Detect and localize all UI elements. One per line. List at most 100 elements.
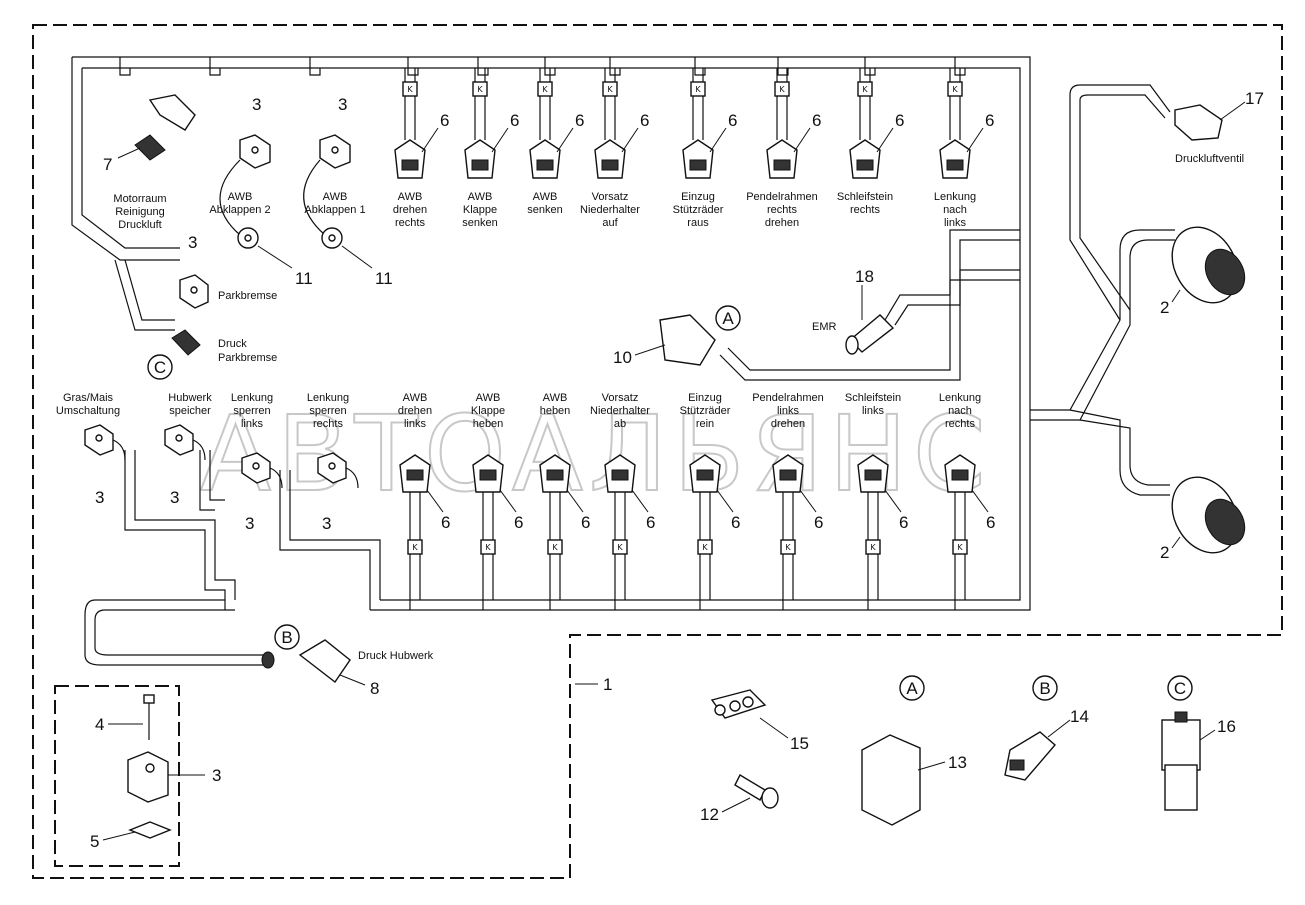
part-number-14: 14 xyxy=(1070,707,1089,726)
label-druckluftventil: Druckluftventil xyxy=(1175,153,1244,165)
bottom-valve-plug-einzug-stuetzraeder-rein: K6 xyxy=(689,454,740,560)
top-valve-plug-pendelrahmen-rechts-drehen: K6 xyxy=(766,68,821,179)
part-number-6: 6 xyxy=(575,111,584,130)
bottom-valve-plug-awb-drehen-links: K6 xyxy=(399,454,450,560)
part-number-6: 6 xyxy=(510,111,519,130)
part-number-10: 10 xyxy=(613,348,632,367)
part-number-6: 6 xyxy=(441,513,450,532)
harness-frame xyxy=(71,56,1175,666)
part-number-6: 6 xyxy=(640,111,649,130)
part-number-6: 6 xyxy=(440,111,449,130)
part-number-6: 6 xyxy=(514,513,523,532)
callout-b-lower: B xyxy=(1032,675,1058,701)
bottom-valve-3-hubwerk-speicher xyxy=(164,424,206,461)
part-5-seal xyxy=(102,821,172,841)
part-c-plug-druck-parkbremse xyxy=(171,329,201,356)
connector-tag-k: K xyxy=(702,543,708,552)
part-number-8: 8 xyxy=(370,679,379,698)
part-7-plug xyxy=(117,94,196,161)
part-11-sensor-b xyxy=(321,227,373,269)
part-number-6: 6 xyxy=(899,513,908,532)
part-number-3-abklappen-1: 3 xyxy=(338,95,347,114)
top-valve-plug-einzug-stuetzraeder-raus: K6 xyxy=(682,68,737,179)
part-2-round-connector-upper xyxy=(1171,226,1246,304)
part-number-2-lower: 2 xyxy=(1160,543,1169,562)
part-number-6: 6 xyxy=(581,513,590,532)
part-13-box xyxy=(861,734,946,826)
part-number-4: 4 xyxy=(95,715,104,734)
part-number-3-gras-mais: 3 xyxy=(95,488,104,507)
part-number-3-detail: 3 xyxy=(212,766,221,785)
label-emr: EMR xyxy=(812,321,837,333)
top-valve-plug-awb-drehen-rechts: K6 xyxy=(394,68,449,179)
part-16-pressure-sensor xyxy=(1161,711,1216,811)
bottom-valve-plug-awb-heben: K6 xyxy=(539,454,590,560)
part-11-sensor-a xyxy=(237,227,293,269)
top-valve-plug-awb-klappe-senken: K6 xyxy=(464,68,519,179)
svg-text:B: B xyxy=(281,628,292,647)
part-number-6: 6 xyxy=(895,111,904,130)
part-number-15: 15 xyxy=(790,734,809,753)
part-number-17: 17 xyxy=(1245,89,1264,108)
part-15-tee-fitting xyxy=(710,689,789,739)
part-number-3-sperren-rechts: 3 xyxy=(322,514,331,533)
part-number-7: 7 xyxy=(103,155,112,174)
top-valve-plug-schleifstein-rechts: K6 xyxy=(849,68,904,179)
connector-tag-k: K xyxy=(617,543,623,552)
detail-box xyxy=(54,685,180,867)
part-2-round-connector-lower xyxy=(1171,476,1246,554)
connector-tag-k: K xyxy=(957,543,963,552)
bottom-valve-3-lenkung-sperren-rechts xyxy=(317,452,359,489)
bottom-valve-plug-schleifstein-links: K6 xyxy=(857,454,908,560)
callout-b-upper: B xyxy=(274,624,300,650)
part-number-6: 6 xyxy=(731,513,740,532)
connector-tag-k: K xyxy=(862,85,868,94)
part-number-3-parkbremse: 3 xyxy=(188,233,197,252)
part-number-12: 12 xyxy=(700,805,719,824)
part-17-valve xyxy=(1174,101,1246,141)
callout-c-lower: C xyxy=(1167,675,1193,701)
part-14-switch xyxy=(1004,719,1071,781)
top-valve-plug-vorsatz-niederhalter-auf: K6 xyxy=(594,68,649,179)
part-number-6: 6 xyxy=(814,513,823,532)
part-number-11-b: 11 xyxy=(375,269,393,288)
part-3-valve-abklappen-2 xyxy=(239,134,271,169)
connector-tag-k: K xyxy=(785,543,791,552)
top-valve-plug-lenkung-nach-links: K6 xyxy=(939,68,994,179)
label-druck-parkbremse: Druck Parkbremse xyxy=(218,338,277,364)
bottom-valve-plug-vorsatz-niederhalter-ab: K6 xyxy=(604,454,655,560)
connector-tag-k: K xyxy=(542,85,548,94)
bottom-valve-plug-awb-klappe-heben: K6 xyxy=(472,454,523,560)
label-druck-hubwerk: Druck Hubwerk xyxy=(358,650,434,662)
bottom-valve-3-gras-mais xyxy=(84,424,126,461)
svg-text:C: C xyxy=(1174,679,1186,698)
part-number-16: 16 xyxy=(1217,717,1236,736)
connector-tag-k: K xyxy=(695,85,701,94)
part-number-3-sperren-links: 3 xyxy=(245,514,254,533)
part-18-emr-sensor xyxy=(845,285,895,355)
bottom-valve-plug-pendelrahmen-links-drehen: K6 xyxy=(772,454,823,560)
bottom-valve-plug-lenkung-nach-rechts: K6 xyxy=(944,454,995,560)
svg-text:C: C xyxy=(154,358,166,377)
connector-tag-k: K xyxy=(552,543,558,552)
